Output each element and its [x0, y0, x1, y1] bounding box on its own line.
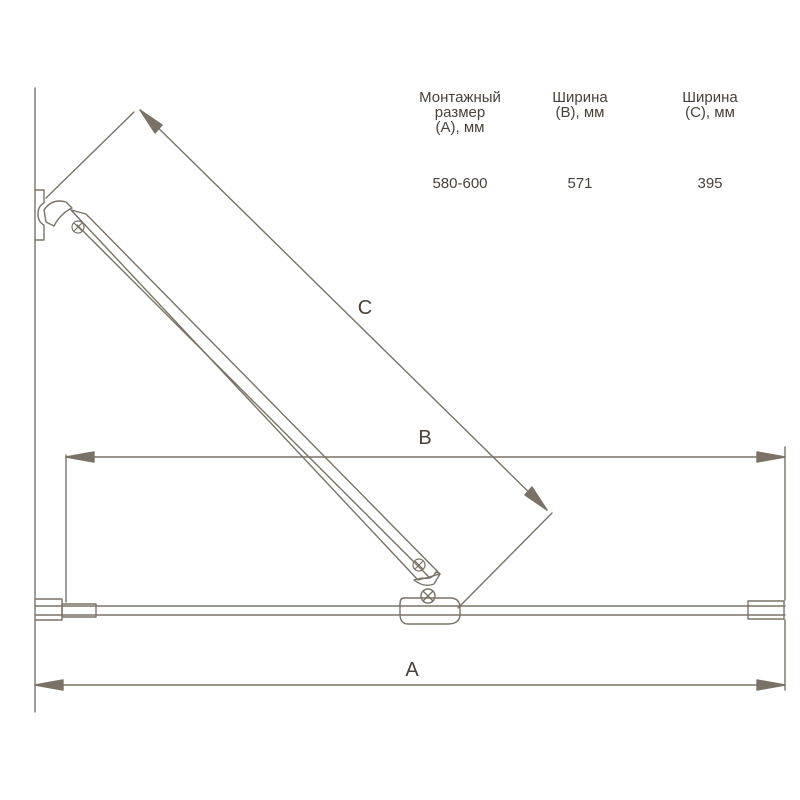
value-mounting-size-a: 580-600	[432, 175, 488, 192]
door-bottom-screw	[412, 558, 426, 572]
center-hinge-screw	[420, 588, 436, 604]
value-width-b: 571	[567, 175, 593, 192]
right-end-profile	[747, 600, 785, 620]
dimension-label-a: A	[405, 659, 419, 681]
pivot-hinge-bottom	[413, 571, 441, 587]
header-width-b: Ширина (В), мм	[552, 89, 608, 121]
dimension-label-c: C	[357, 297, 373, 319]
dim-c-ext-top	[45, 111, 135, 199]
header-mounting-size-a: Монтажный размер (А), мм	[419, 89, 501, 136]
door-panel	[70, 209, 441, 581]
header-width-c: Ширина (С), мм	[682, 89, 738, 121]
door-panel-inner-edge	[76, 224, 429, 577]
dim-c-arrow-top	[139, 109, 163, 134]
dimension-label-b: B	[418, 427, 432, 449]
left-end-clamp	[61, 603, 97, 618]
door-top-screw	[71, 220, 85, 234]
dim-a-arrow-right	[756, 679, 786, 691]
pivot-hinge-top	[43, 200, 73, 227]
dim-b-arrow-left	[65, 451, 95, 463]
value-width-c: 395	[697, 175, 723, 192]
dim-a-arrow-left	[34, 679, 64, 691]
dim-c-ext-bottom	[457, 512, 553, 609]
left-wall-profile	[34, 598, 63, 621]
dim-c-line	[139, 109, 548, 511]
wall-hinge-bracket	[34, 189, 45, 241]
center-hinge-block	[399, 597, 461, 625]
dim-c-arrow-bottom	[524, 486, 548, 511]
dim-b-arrow-right	[756, 451, 786, 463]
